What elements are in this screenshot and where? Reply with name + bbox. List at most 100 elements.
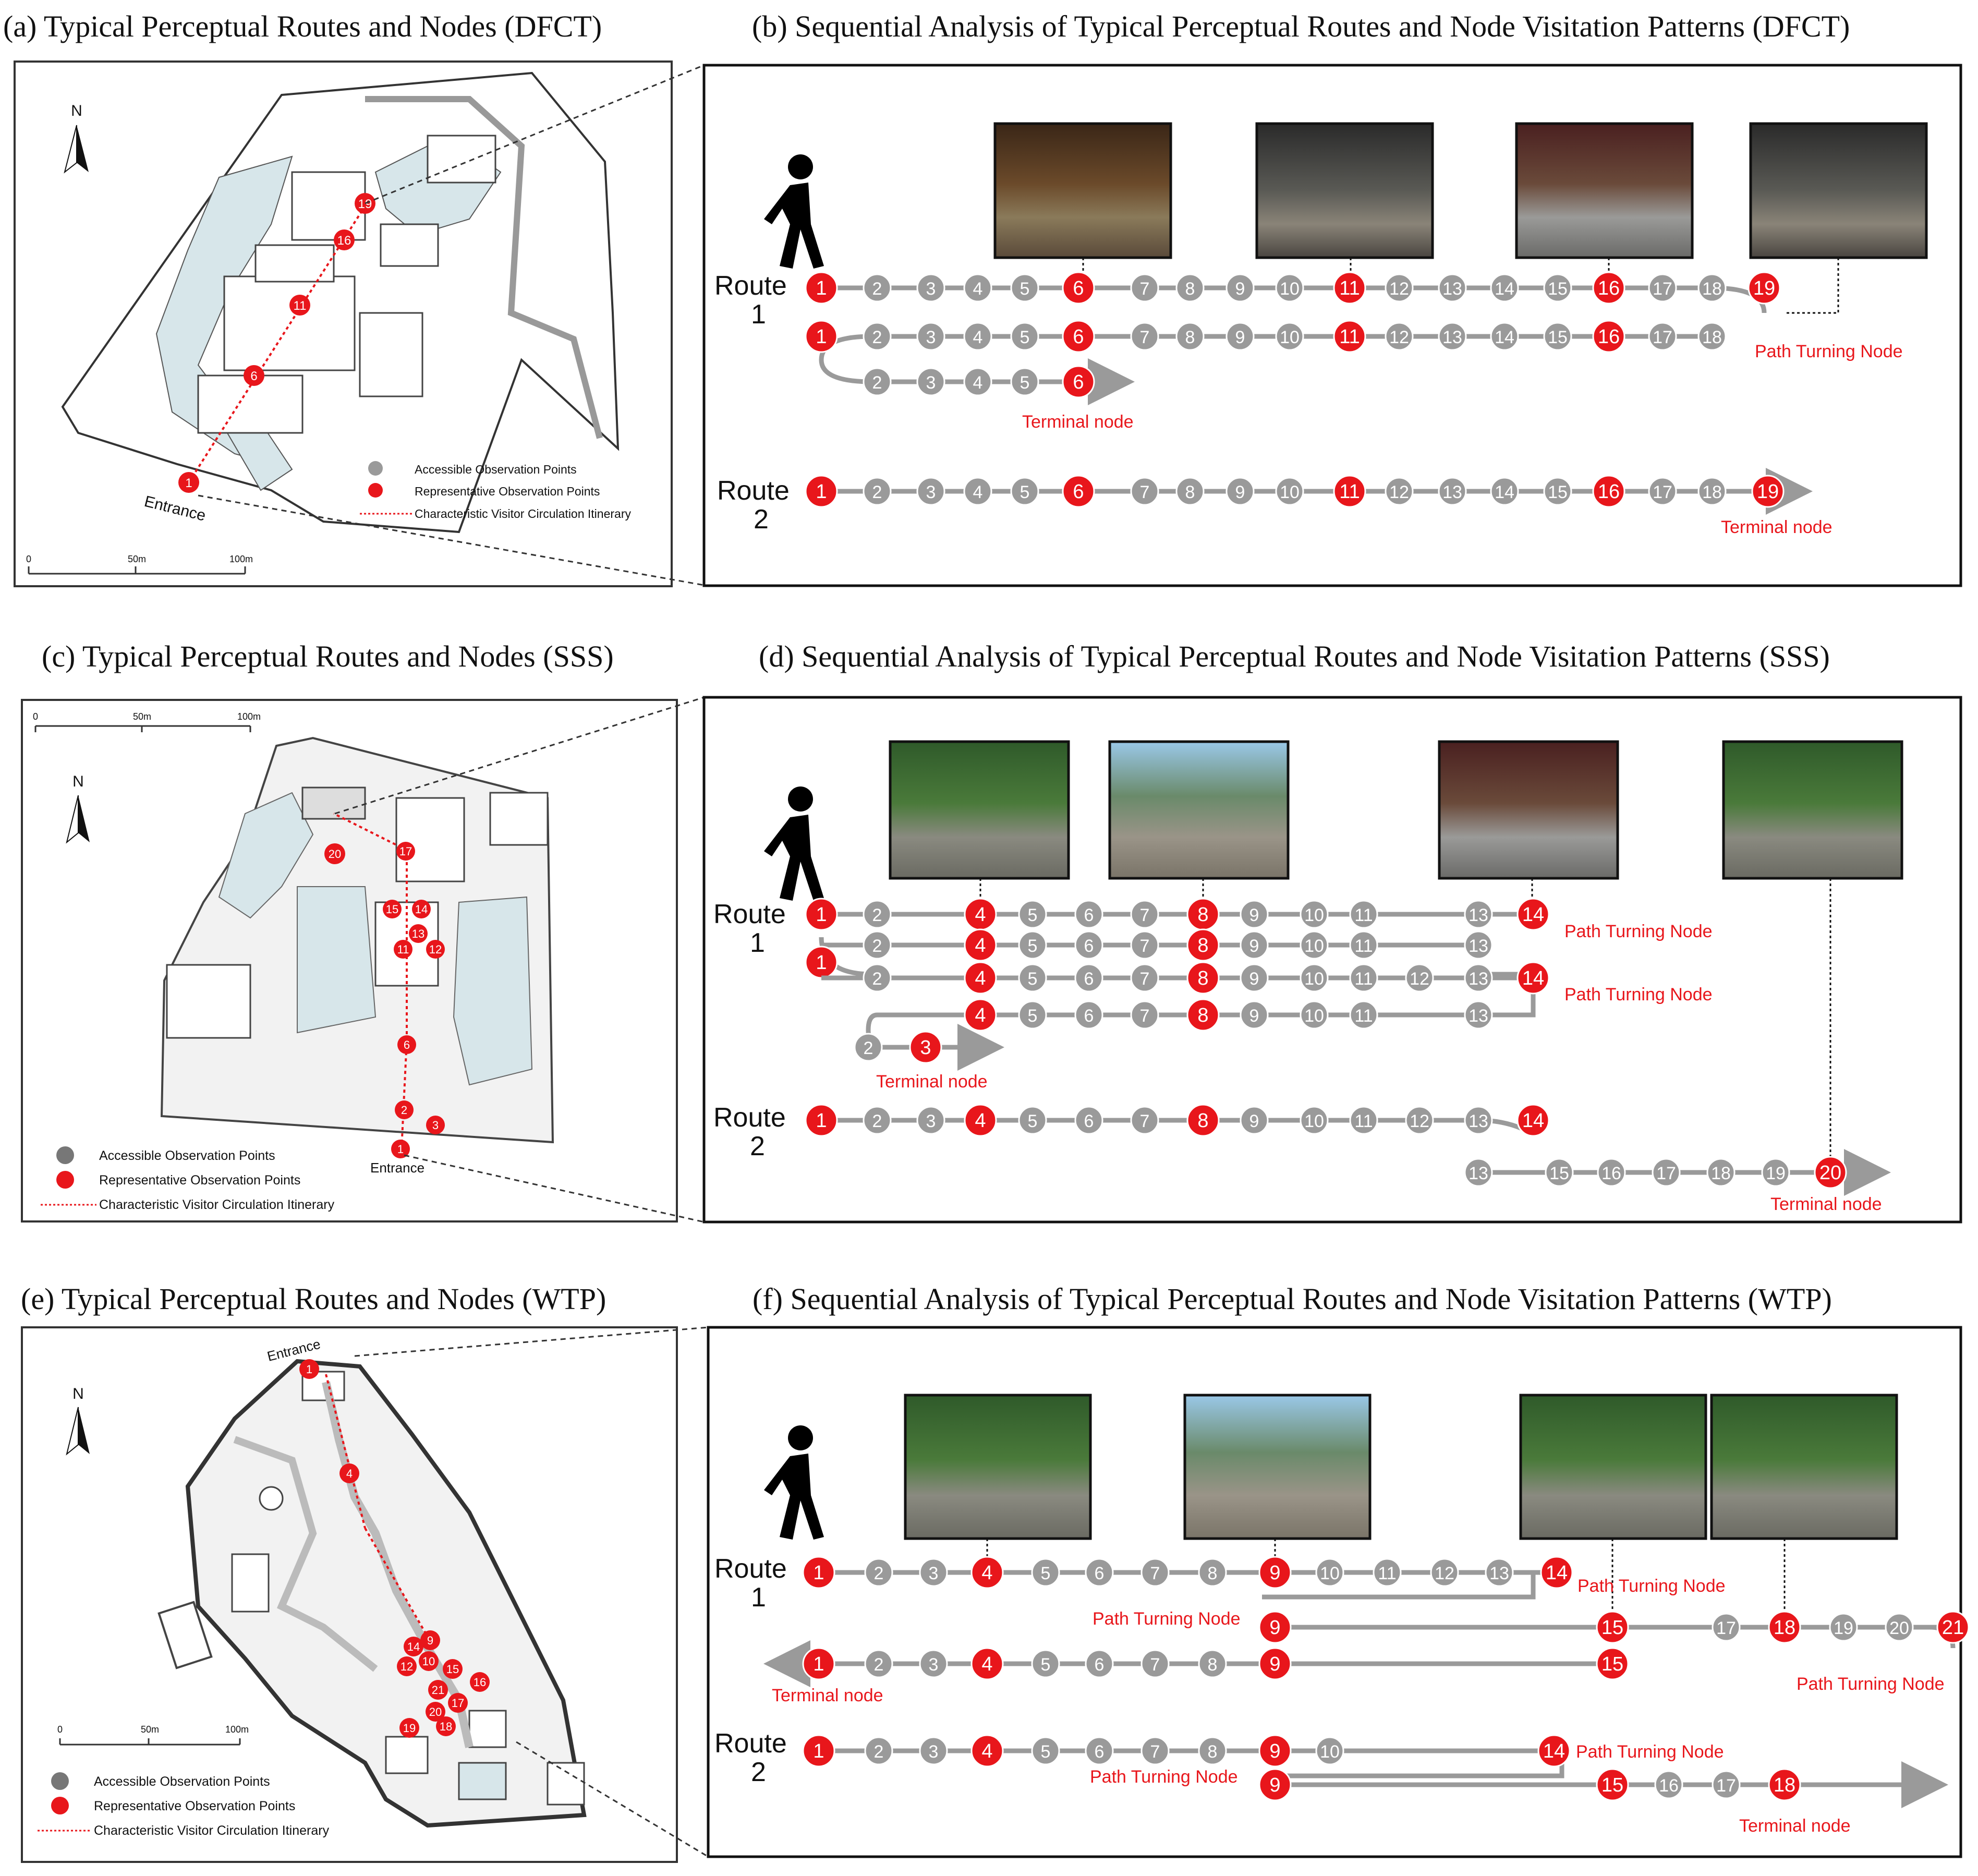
node-label: 8 [1208,1564,1218,1583]
route-label: Route [713,899,786,929]
node-label: 6 [1073,277,1084,299]
node-label: 9 [1269,1653,1280,1675]
representative-node [964,961,997,995]
node-label: 11 [1378,1564,1396,1583]
accessible-node [863,900,892,929]
node-label: 3 [926,482,936,502]
node-label: 10 [1280,328,1300,347]
accessible-node [1545,1158,1574,1187]
accessible-node [1275,273,1304,302]
node-label: 3 [926,373,936,393]
node-label: 8 [1197,1110,1208,1132]
node-label: 15 [1549,1164,1569,1183]
node-label: 3 [926,1111,936,1131]
map-node-label: 12 [401,1660,413,1673]
water-body [297,886,377,1034]
north-arrow-icon: N [66,773,90,844]
node-label: 9 [1235,328,1245,347]
panorama-photo [1438,740,1619,880]
map-node-label: 14 [407,1640,420,1653]
map-node-label: 11 [397,943,409,956]
legend-accessible-icon [51,1772,69,1790]
accessible-node [1140,1736,1170,1765]
accessible-node [1198,1736,1227,1765]
route-row: 1 [805,946,838,979]
node-label: 2 [872,373,882,393]
accessible-node [1130,900,1159,929]
node-label: 11 [1339,277,1360,299]
accessible-node [863,477,892,506]
map-node-label: 16 [337,234,351,248]
accessible-node [1490,273,1519,302]
legend-itinerary: Characteristic Visitor Circulation Itine… [94,1823,330,1838]
node-label: 8 [1185,279,1195,299]
representative-node [1186,998,1220,1032]
representative-node [805,271,838,305]
water-body [218,792,314,919]
legend-itinerary: Characteristic Visitor Circulation Itine… [99,1197,335,1212]
node-label: 11 [1354,936,1373,956]
node-label: 16 [1659,1776,1679,1796]
node-label: 15 [1601,1617,1623,1639]
node-label: 11 [1354,1111,1373,1131]
accessible-node [1761,1158,1790,1187]
building [468,1710,507,1748]
accessible-node [1829,1613,1858,1642]
walking-person-icon [764,786,824,901]
node-label: 4 [975,967,986,989]
representative-node [805,1104,838,1137]
accessible-node [1697,322,1727,351]
building [157,1601,213,1669]
terminal-node-note: Terminal node [1022,412,1134,432]
node-label: 1 [816,952,827,974]
accessible-node [1464,963,1493,993]
scale-tick: 100m [237,711,261,722]
map-node [428,1680,448,1700]
accessible-node [1031,1736,1060,1765]
node-label: 14 [1495,482,1514,502]
node-label: 18 [1774,1617,1795,1639]
map-node [443,1659,463,1679]
node-label: 19 [1766,1164,1786,1183]
representative-node [802,1556,835,1589]
accessible-node [1140,1558,1170,1587]
accessible-node [1349,900,1378,929]
map-node [244,365,264,386]
map-legend-sss: Accessible Observation Points Representa… [41,1146,335,1212]
panorama-photo [1255,122,1434,259]
panorama-photo [1108,740,1290,880]
accessible-node [1010,322,1039,351]
node-label: 13 [1469,1164,1488,1183]
scale-tick: 0 [57,1724,63,1735]
turning-node-note: Path Turning Node [1577,1576,1726,1596]
node-label: 9 [1249,1006,1259,1026]
north-label: N [71,102,82,119]
node-label: 6 [1084,969,1094,989]
node-label: 11 [1354,905,1373,925]
node-label: 4 [981,1562,992,1584]
node-label: 6 [1095,1564,1105,1583]
map-node [324,843,345,864]
node-label: 2 [872,905,882,925]
node-label: 19 [1834,1618,1853,1638]
scale-tick: 100m [225,1724,249,1735]
node-label: 11 [1354,969,1373,989]
accessible-node [1240,1000,1269,1030]
representative-node [802,1734,835,1768]
scale-tick: 0 [26,554,31,564]
accessible-node [1648,273,1677,302]
representative-node [1062,475,1095,508]
accessible-node [1712,1613,1741,1642]
accessible-node [1373,1558,1402,1587]
map-node-label: 1 [397,1143,404,1156]
turning-node-note: Path Turning Node [1564,922,1713,941]
building [291,171,366,241]
building [395,797,465,882]
map-title-dfct: (a) Typical Perceptual Routes and Nodes … [3,9,602,43]
node-label: 2 [874,1564,884,1583]
